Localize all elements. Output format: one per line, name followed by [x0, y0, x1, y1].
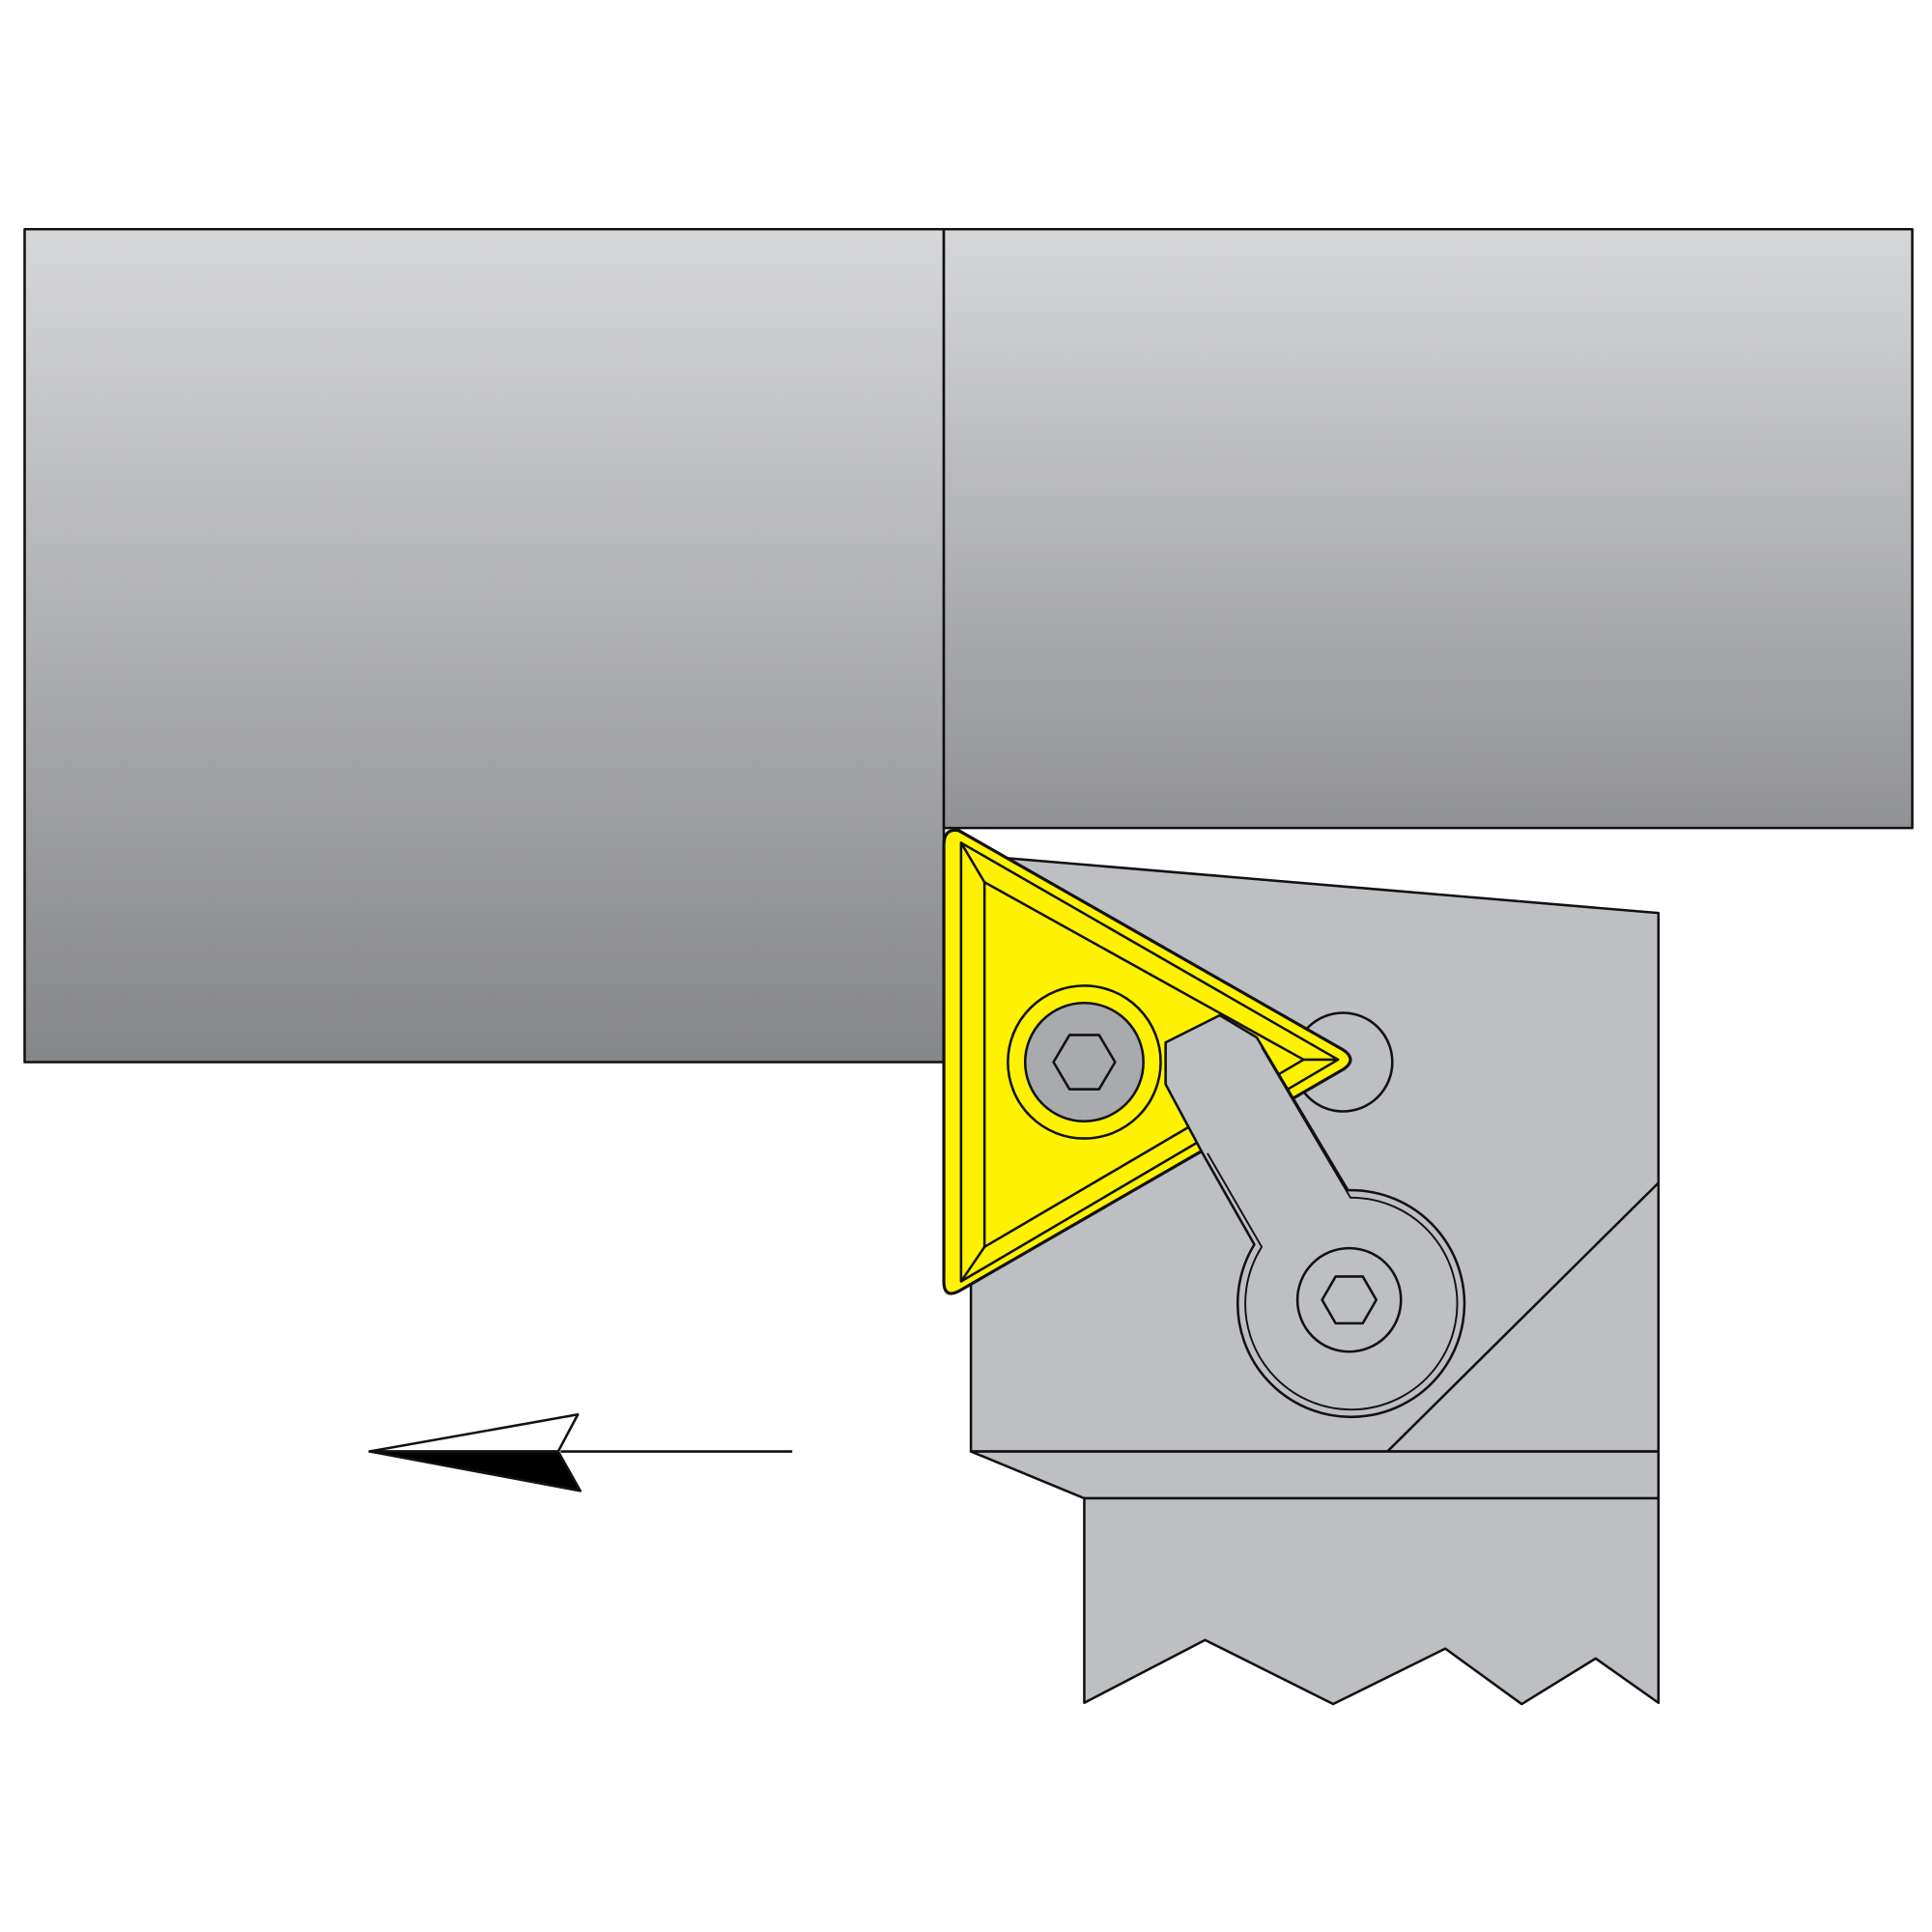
- hex-socket-screw-icon: [1321, 1275, 1378, 1325]
- insert-rake-face: [982, 880, 1305, 1249]
- insert-corner-line: [959, 1246, 986, 1283]
- workpiece-left-section: [23, 227, 946, 1064]
- holder-base: [969, 1450, 1661, 1500]
- clamp-arm-outline: [1207, 1046, 1459, 1411]
- feed-arrow-icon: [368, 1413, 793, 1492]
- holder-chamfer-line: [1386, 1181, 1660, 1453]
- insert-corner-line: [959, 841, 986, 883]
- workpiece-right-section: [942, 227, 1914, 830]
- holder-shank: [1083, 1496, 1661, 1706]
- hex-socket-screw-icon: [1052, 1034, 1117, 1091]
- insert-edge-band: [959, 841, 1340, 1283]
